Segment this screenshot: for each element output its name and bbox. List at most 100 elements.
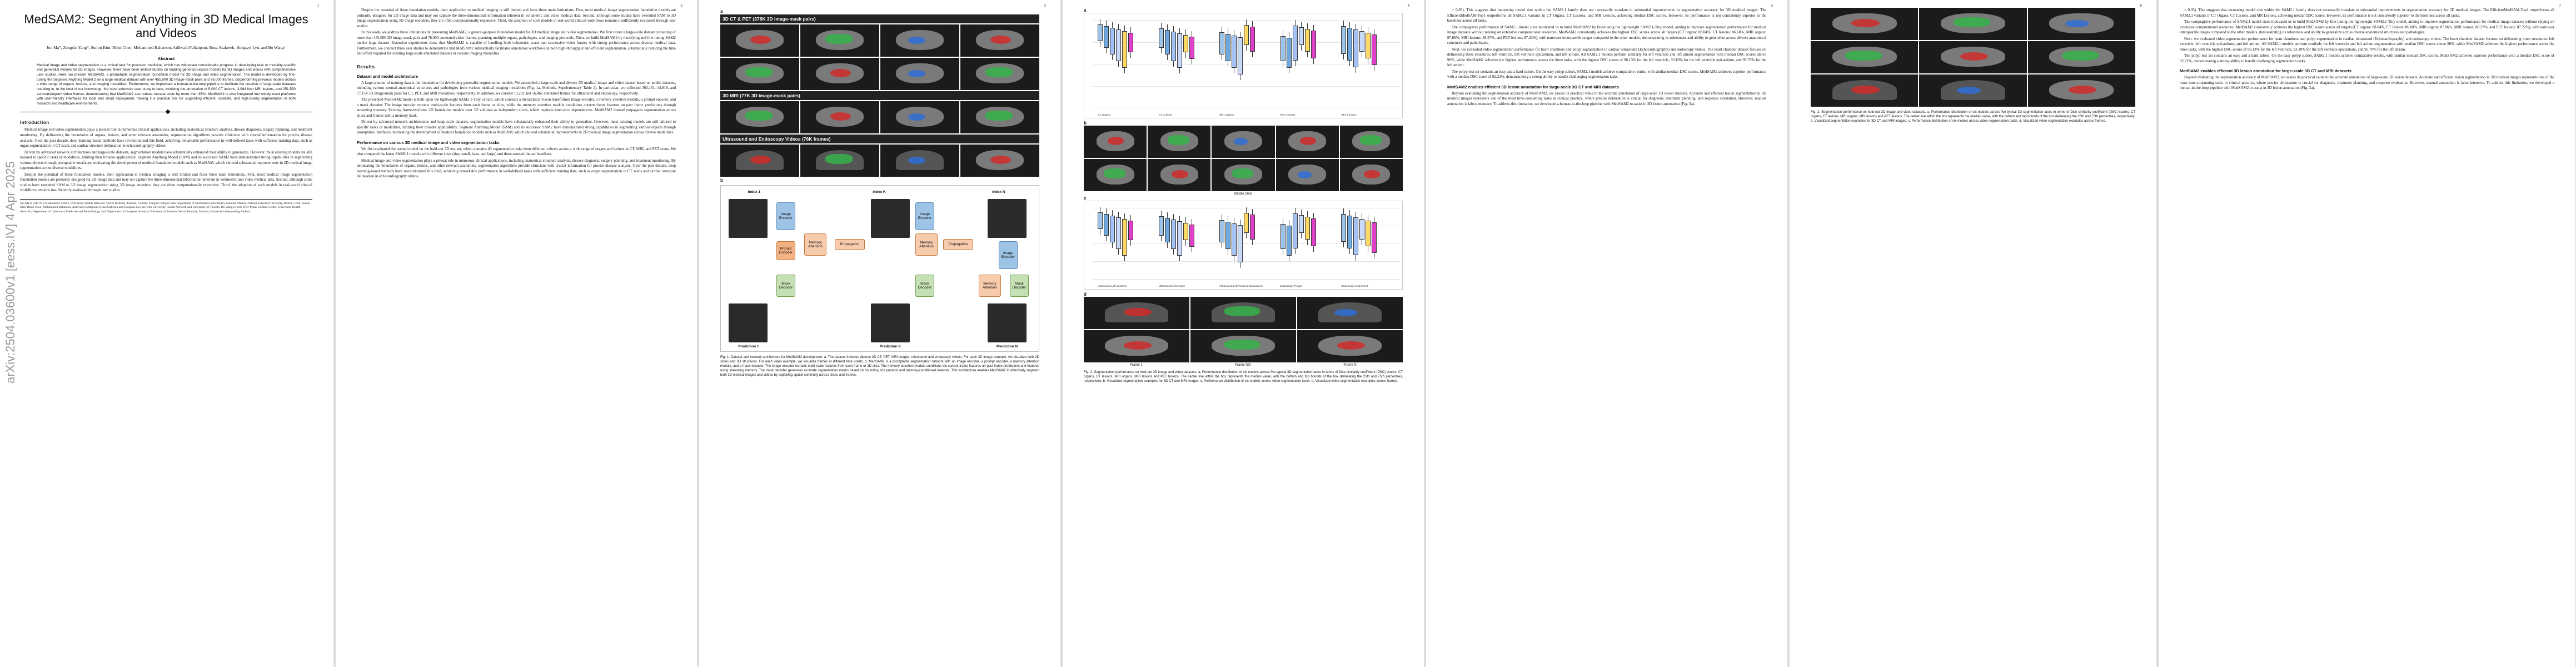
boxplot-box [1116, 29, 1121, 61]
boxplot-box [1110, 216, 1115, 242]
page-number: 4 [1407, 3, 1410, 8]
body-paragraph: The polyp test set contains an easy and … [1447, 69, 1766, 79]
results-subheading: Performance on various 3D medical image … [357, 140, 500, 145]
image-encoder-block: Image Encoder [776, 202, 795, 230]
boxplot-box [1104, 26, 1109, 48]
boxplot-box [1164, 30, 1170, 54]
group-label: MRI Lesions [1280, 114, 1296, 117]
page-number: 7 [2559, 3, 2562, 8]
prediction-image [871, 303, 910, 342]
arxiv-watermark: arXiv:2504.03600v1 [eess.IV] 4 Apr 2025 [3, 161, 17, 384]
ct-scan-image [800, 24, 879, 57]
video-frame-image [1297, 297, 1403, 329]
visual-example-row [1811, 8, 2135, 40]
boxplot-box [1298, 27, 1304, 45]
boxplot-box [1128, 33, 1133, 52]
mri-example-image [1339, 126, 1403, 158]
input-slice-image [729, 199, 768, 238]
page-3: 3 a 3D CT & PET (378K 3D image-mask pair… [699, 0, 1060, 667]
results-subheading: Dataset and model architecture [357, 73, 418, 79]
boxplot-box [1189, 37, 1194, 59]
page-2: 2 Despite the potential of these foundat… [336, 0, 697, 667]
group-label: PET Lesions [1341, 114, 1357, 117]
image-encoder-block: Image Encoder [999, 241, 1018, 269]
body-paragraph: > 0.05). This suggests that increasing m… [1447, 8, 1766, 23]
results-subheading: MedSAM2 enables efficient 3D lesion anno… [1447, 84, 1619, 89]
body-paragraph: Beyond evaluating the segmentation accur… [2180, 75, 2554, 91]
ct-example-image [1148, 159, 1211, 191]
pet-scan-image [960, 58, 1039, 90]
prompt-encoder-block: Prompt Encoder [776, 241, 795, 260]
boxplot-box [1164, 218, 1170, 242]
boxplot-box [1244, 213, 1249, 233]
body-paragraph: We first evaluated the trained model on … [357, 146, 676, 157]
ct-image-row [720, 58, 1039, 90]
input-slice-image [988, 199, 1027, 238]
visual-example-row [1811, 41, 2135, 73]
video-example-row [1084, 297, 1403, 329]
boxplot-box [1170, 220, 1176, 249]
boxplot-box [1128, 221, 1133, 240]
body-paragraph: Beyond evaluating the segmentation accur… [1447, 91, 1766, 106]
boxplot-box [1098, 212, 1103, 229]
ultrasound-frame [800, 145, 879, 177]
boxplot-box [1292, 213, 1298, 248]
page-number: 1 [317, 3, 320, 8]
prediction-1-label: Prediction 1 [738, 345, 759, 349]
video-frame-image [1084, 297, 1189, 329]
ct-scan-image [800, 58, 879, 90]
dataset-mri-label: 3D MRI (77K 3D image-mask pairs) [720, 91, 1039, 100]
ct-example-image [1084, 159, 1147, 191]
boxplot-box [1292, 26, 1298, 61]
memory-attention-block: Memory Attention [979, 275, 1001, 297]
mri-image-row [720, 101, 1039, 133]
ct-scan-image [720, 58, 799, 90]
group-label: CT Lesions [1158, 114, 1172, 117]
boxplot-box [1280, 36, 1285, 61]
figure-panel-tag: a [1084, 8, 1087, 13]
body-paragraph: The compegitive performance of SAM2.1 mo… [2180, 19, 2554, 35]
memory-attention-block: Memory Attention [804, 233, 826, 256]
ultrasound-frame [720, 145, 799, 177]
results-subheading: MedSAM2 enables efficient 3D lesion anno… [2180, 68, 2351, 74]
boxplot-box [1177, 33, 1182, 68]
affiliations-footnote: Jun Ma is with AI Collaborative Centre, … [20, 198, 312, 215]
body-paragraph: A large amount of training data is the f… [357, 80, 676, 96]
boxplot-box [1177, 221, 1182, 256]
prediction-n-label: Prediction N [996, 345, 1018, 349]
boxplot-box [1286, 226, 1292, 256]
page-6: 6 Fig. 2. Segmentation performance on ho… [1790, 0, 2156, 667]
mri-scan-image [720, 101, 799, 133]
figure-panel-tag: b [720, 178, 723, 183]
boxplot-box [1250, 27, 1255, 52]
boxplot-box [1232, 223, 1237, 256]
video-frame-image [1084, 330, 1189, 362]
boxplot-box [1298, 215, 1304, 233]
frame-mid-label: Frame N/2 [1235, 364, 1251, 367]
intro-paragraph: Driven by advanced network architectures… [20, 150, 312, 171]
figure-panel-tag: c [1084, 196, 1087, 201]
propagation-block: Propagation [943, 239, 973, 250]
body-paragraph: Driven by advanced network architectures… [357, 120, 676, 135]
grid-line [1093, 20, 1400, 21]
ct-scan-image [880, 24, 959, 57]
group-label: Endoscopy Instrument [1341, 285, 1368, 288]
middle-slice-label: Middle Slice [1234, 192, 1253, 196]
visual-example-row [1811, 74, 2135, 107]
mri-example-image [1275, 159, 1339, 191]
ct-scan-image [720, 24, 799, 57]
group-label: CT Organs [1098, 114, 1111, 117]
video-frame-image [1919, 74, 2027, 107]
video-frame-image [1297, 330, 1403, 362]
video-frame-image [1190, 330, 1296, 362]
propagation-block: Propagation [835, 239, 865, 250]
prediction-k-label: Prediction K [879, 345, 901, 349]
ct-image-row [720, 24, 1039, 57]
paper-title: MedSAM2: Segment Anything in 3D Medical … [24, 12, 308, 41]
mri-scan-image [960, 101, 1039, 133]
ct-example-image [1212, 159, 1275, 191]
ct-example-image [2027, 8, 2135, 40]
body-paragraph: Next, we evaluated video segmentation pe… [1447, 47, 1766, 68]
index-k-label: Index K [873, 190, 886, 195]
